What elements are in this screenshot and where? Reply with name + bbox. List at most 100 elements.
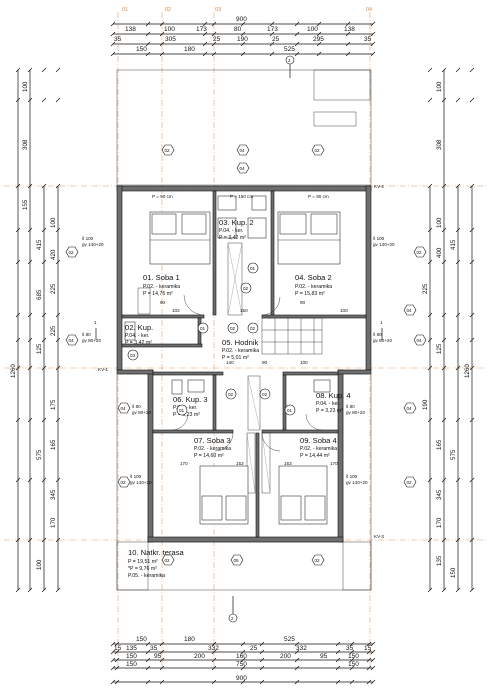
top-row2-dim: 25 (272, 36, 280, 43)
dimension-tick (370, 665, 376, 671)
svg-text:02: 02 (262, 392, 268, 397)
window-tag-label: 04 (121, 406, 127, 411)
dimension-tick (55, 337, 61, 343)
room-labels: 01. Soba 1 P.02. - keramika P = 14,76 m²… (125, 218, 351, 459)
svg-text:02: 02 (250, 326, 256, 331)
door-swings (171, 294, 323, 452)
dimension-tick (110, 21, 116, 27)
dimension-tick (41, 259, 47, 265)
dimension-tick (114, 649, 120, 655)
dimension-tick (15, 587, 21, 593)
room-1-floor: P.02. - keramika (143, 284, 180, 290)
svg-text:1: 1 (380, 320, 383, 325)
svg-text:150: 150 (348, 653, 359, 660)
dimension-tick (211, 41, 217, 47)
dimension-tick (366, 641, 372, 647)
dimension-tick (55, 67, 61, 73)
dimension-tick (370, 649, 376, 655)
terrace-area-half: *P = 9,76 m² (128, 566, 157, 572)
bottom-dimensions: 150 180 525 15 135 35 332 25 332 35 15 1… (110, 636, 376, 685)
dimension-tick (15, 417, 21, 423)
dimension-tick (370, 31, 376, 37)
svg-text:100: 100 (22, 81, 29, 92)
room-5-name: 05. Hodnik (222, 338, 259, 347)
dimension-tick (441, 417, 447, 423)
dimension-tick (114, 665, 120, 671)
window-note-width: š 100 (373, 236, 385, 241)
svg-text:1260: 1260 (464, 364, 471, 378)
dimension-tick (15, 337, 21, 343)
svg-text:100: 100 (436, 81, 443, 92)
window-tag (65, 334, 79, 346)
svg-text:415: 415 (450, 239, 457, 250)
dimension-tick (469, 587, 475, 593)
dimension-tick (15, 259, 21, 265)
dimension-tick (441, 312, 447, 318)
svg-text:750: 750 (236, 661, 247, 668)
dimension-tick (145, 649, 151, 655)
dimension-tick (427, 365, 433, 371)
svg-text:345: 345 (436, 489, 443, 500)
dimension-tick (27, 259, 33, 265)
room-2-area: P = 3,42 m² (125, 340, 152, 346)
window-note-width: š 100 (130, 474, 142, 479)
dimension-tick (469, 312, 475, 318)
grid-label-04: 04 (366, 7, 372, 13)
dimension-tick (469, 183, 475, 189)
svg-text:P = 90 cm: P = 90 cm (308, 194, 329, 199)
svg-text:95: 95 (154, 653, 162, 660)
dimension-tick (349, 679, 355, 685)
svg-text:100: 100 (436, 217, 443, 228)
room-9-floor: P.02. - keramika (300, 446, 337, 452)
top-row1-dim: 173 (267, 26, 278, 33)
svg-text:P = 150 cm: P = 150 cm (230, 194, 253, 199)
dimension-tick (211, 21, 217, 27)
dimension-tick (202, 31, 208, 37)
room-4-floor: P.02. - keramika (295, 284, 332, 290)
room-7-floor: P.02. - keramika (194, 446, 231, 452)
svg-text:165: 165 (436, 439, 443, 450)
dimension-tick (240, 641, 246, 647)
dimension-tick (294, 641, 300, 647)
dimension-tick (145, 21, 151, 27)
dimension-tick (55, 312, 61, 318)
dimension-tick (145, 679, 151, 685)
dimension-tick (441, 337, 447, 343)
dimension-tick (370, 41, 376, 47)
window-note-width: š 80 (346, 404, 355, 409)
window-tag-label: 05 (234, 558, 240, 563)
dimension-tick (316, 41, 322, 47)
dimension-tick (370, 657, 376, 663)
window-notes: š 100 gv 140+20 š 80 gv 80+20 š 100 gv 1… (82, 236, 395, 485)
building-walls (116, 185, 372, 543)
dimension-tick (159, 657, 165, 663)
svg-text:15: 15 (114, 645, 122, 652)
dimension-tick (335, 649, 341, 655)
dimension-tick (240, 679, 246, 685)
room-8-area: P = 3,23 m² (316, 408, 343, 414)
terrace-label: 10. Natkr. terasa P = 19,51 m² *P = 9,76… (128, 548, 184, 579)
room-8-name: 08. Kup. 4 (316, 391, 351, 400)
dimension-tick (259, 649, 265, 655)
dimension-tick (15, 227, 21, 233)
grid-label-01: 01 (122, 7, 128, 13)
dimension-tick (240, 31, 246, 37)
dimension-tick (27, 183, 33, 189)
dimension-tick (469, 417, 475, 423)
dimension-tick (294, 649, 300, 655)
dimension-tick (269, 41, 275, 47)
dimension-tick (316, 51, 322, 57)
dimension-tick (27, 312, 33, 318)
svg-text:95: 95 (320, 653, 328, 660)
svg-text:150: 150 (136, 636, 147, 643)
svg-text:125: 125 (36, 343, 43, 354)
dimension-tick (269, 31, 275, 37)
svg-text:150: 150 (126, 653, 137, 660)
dimension-tick (294, 41, 300, 47)
dimension-tick (455, 365, 461, 371)
dimension-tick (41, 477, 47, 483)
svg-text:90: 90 (262, 360, 268, 365)
window-tag (161, 554, 175, 566)
window-tag (311, 144, 325, 156)
dimension-tick (41, 417, 47, 423)
